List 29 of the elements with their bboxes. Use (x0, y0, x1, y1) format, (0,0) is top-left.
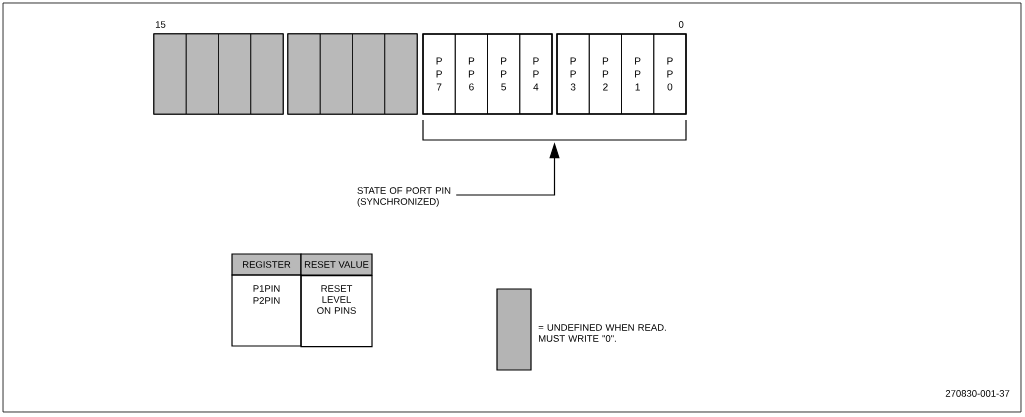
bit-cell: P P 6 (454, 33, 488, 115)
undefined-bit-cell (384, 33, 418, 115)
bit-cell: P P 4 (519, 33, 553, 115)
register-byte (556, 33, 687, 115)
undefined-bit-cell (319, 33, 353, 115)
table-cell-text: RESET LEVEL ON PINS (317, 285, 356, 314)
table-header-cell: RESET VALUE (300, 253, 373, 276)
callout-text: STATE OF PORT PIN (SYNCHRONIZED) (357, 187, 451, 207)
table-cell-text: P1PIN (253, 285, 280, 292)
bit-cell: P P 1 (621, 33, 655, 115)
table-cell-text: P2PIN (253, 297, 280, 304)
undefined-bit-cell (250, 33, 284, 115)
bit-number: 15 (155, 21, 166, 28)
undefined-bit-cell (218, 33, 252, 115)
undefined-bit-cell (287, 33, 321, 115)
undefined-bit-cell (185, 33, 219, 115)
undefined-bit-cell (352, 33, 386, 115)
bit-cell: P P 3 (556, 33, 590, 115)
undefined-bit-cell (153, 33, 187, 115)
bit-cell: P P 7 (422, 33, 456, 115)
bit-cell: P P 5 (487, 33, 521, 115)
register-byte (422, 33, 553, 115)
bit-number: 0 (678, 21, 684, 28)
figure-number: 270830-001-37 (945, 390, 1010, 397)
table-header-cell: REGISTER (231, 253, 302, 276)
bit-cell: P P 0 (653, 33, 687, 115)
bracket (422, 119, 687, 141)
legend-text: = UNDEFINED WHEN READ. MUST WRITE "0". (538, 324, 666, 342)
bit-cell: P P 2 (588, 33, 622, 115)
